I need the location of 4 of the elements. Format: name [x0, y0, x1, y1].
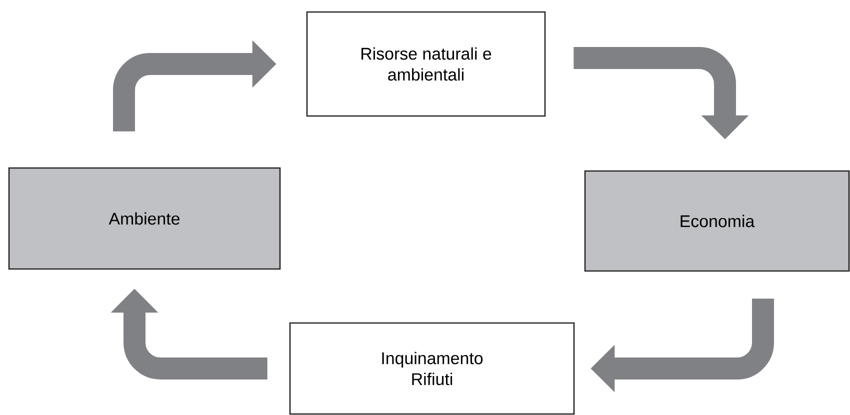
process-box: Economia — [584, 170, 850, 272]
resource-box: Inquinamento Rifiuti — [289, 322, 575, 415]
resource-box: Risorse naturali e ambientali — [306, 11, 546, 117]
process-box: Ambiente — [8, 167, 281, 270]
